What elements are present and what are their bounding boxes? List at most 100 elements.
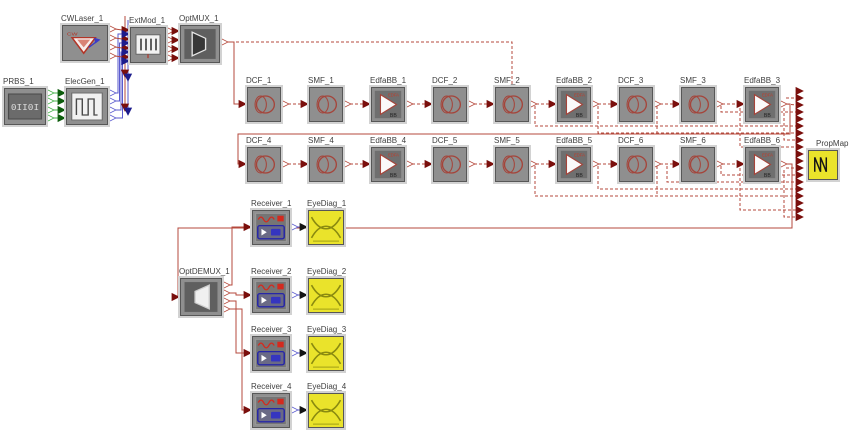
block-cwlaser_1[interactable]: CW xyxy=(62,25,108,61)
propmap-input-port-arrow xyxy=(795,163,804,173)
svg-text:0II0I: 0II0I xyxy=(11,104,39,113)
block-edfabb_3[interactable]: EDFA BB xyxy=(745,87,779,122)
svg-text:BB: BB xyxy=(764,113,771,119)
block-elecgen_1[interactable] xyxy=(66,88,108,125)
input-port-arrow xyxy=(672,99,681,109)
block-edfabb_1[interactable]: EDFA BB xyxy=(371,87,405,122)
svg-text:EDFA: EDFA xyxy=(388,152,399,157)
output-port-arrow xyxy=(222,280,231,290)
block-eyediag_4[interactable] xyxy=(308,393,344,428)
block-dcf_5[interactable] xyxy=(433,147,467,182)
wire xyxy=(230,226,245,286)
block-prbs_1[interactable]: 0II0I xyxy=(4,88,46,125)
block-edfabb_5[interactable]: EDFA BB xyxy=(557,147,591,182)
block-propmap[interactable] xyxy=(808,150,838,180)
propmap-input-port-arrow xyxy=(795,100,804,110)
output-port-arrow xyxy=(220,37,229,47)
block-eyediag_2[interactable] xyxy=(308,278,344,313)
output-port-arrow xyxy=(46,113,55,123)
block-receiver_4[interactable] xyxy=(252,393,290,428)
block-smf_6[interactable] xyxy=(681,147,715,182)
propmap-input-port-arrow xyxy=(795,177,804,187)
wire xyxy=(783,170,796,218)
block-edfabb_6[interactable]: EDFA BB xyxy=(745,147,779,182)
block-extmod_1[interactable] xyxy=(130,27,166,63)
propmap-input-port-arrow xyxy=(795,142,804,152)
output-port-arrow xyxy=(653,99,662,109)
input-port-arrow xyxy=(243,290,252,300)
input-port-arrow xyxy=(424,99,433,109)
block-dcf_3[interactable] xyxy=(619,87,653,122)
output-port-arrow xyxy=(222,288,231,298)
output-port-arrow xyxy=(343,99,352,109)
input-port-arrow xyxy=(57,88,66,98)
block-dcf_6[interactable] xyxy=(619,147,653,182)
block-label: Receiver_1 xyxy=(251,199,292,208)
block-optmux_1[interactable] xyxy=(180,25,220,63)
block-smf_5[interactable] xyxy=(495,147,529,182)
block-edfabb_2[interactable]: EDFA BB xyxy=(557,87,591,122)
input-port-arrow xyxy=(672,159,681,169)
output-port-arrow xyxy=(290,405,299,415)
block-dcf_4[interactable] xyxy=(247,147,281,182)
block-label: DCF_3 xyxy=(618,76,644,85)
block-label: Receiver_3 xyxy=(251,325,292,334)
input-port-arrow xyxy=(57,113,66,123)
block-smf_3[interactable] xyxy=(681,87,715,122)
block-optdemux_1[interactable] xyxy=(180,278,222,316)
block-edfabb_4[interactable]: EDFA BB xyxy=(371,147,405,182)
block-label: SMF_5 xyxy=(494,136,520,145)
output-port-arrow xyxy=(591,159,600,169)
block-smf_1[interactable] xyxy=(309,87,343,122)
output-port-arrow xyxy=(108,51,117,61)
block-dcf_1[interactable] xyxy=(247,87,281,122)
wire xyxy=(230,308,245,411)
block-label: SMF_6 xyxy=(680,136,706,145)
photodiode-receiver-icon xyxy=(255,280,287,311)
input-port-arrow xyxy=(238,159,247,169)
amplifier-icon: EDFA BB xyxy=(747,89,777,119)
bus-arrow xyxy=(123,73,133,82)
propmap-input-port-arrow xyxy=(795,114,804,124)
block-receiver_1[interactable] xyxy=(252,210,290,245)
block-receiver_3[interactable] xyxy=(252,336,290,371)
block-label: EyeDiag_1 xyxy=(307,199,347,208)
block-label: EdfaBB_5 xyxy=(556,136,593,145)
wire xyxy=(115,42,122,102)
output-port-arrow xyxy=(405,99,414,109)
input-port-arrow xyxy=(299,290,308,300)
fiber-coil-icon xyxy=(688,155,710,174)
block-eyediag_3[interactable] xyxy=(308,336,344,371)
wire xyxy=(226,41,513,86)
photodiode-receiver-icon xyxy=(255,338,287,369)
output-port-arrow xyxy=(108,24,117,34)
laser-icon: CW xyxy=(67,32,101,55)
output-port-arrow xyxy=(290,290,299,300)
input-port-arrow xyxy=(121,56,130,66)
propmap-input-port-arrow xyxy=(795,107,804,117)
svg-text:BB: BB xyxy=(390,173,397,179)
wire xyxy=(115,51,122,111)
wire xyxy=(597,166,796,190)
block-receiver_2[interactable] xyxy=(252,278,290,313)
svg-text:EDFA: EDFA xyxy=(574,152,585,157)
block-label: OptMUX_1 xyxy=(179,14,219,23)
propmap-input-port-arrow xyxy=(795,86,804,96)
block-smf_4[interactable] xyxy=(309,147,343,182)
block-dcf_2[interactable] xyxy=(433,87,467,122)
fiber-coil-icon xyxy=(626,155,648,174)
output-port-arrow xyxy=(108,88,117,98)
wire xyxy=(783,108,796,141)
propmap-input-port-arrow xyxy=(795,198,804,208)
fiber-coil-icon xyxy=(254,95,276,114)
propmap-input-port-arrow xyxy=(795,212,804,222)
block-label: DCF_1 xyxy=(246,76,272,85)
block-label: EyeDiag_3 xyxy=(307,325,347,334)
block-smf_2[interactable] xyxy=(495,87,529,122)
block-eyediag_1[interactable] xyxy=(308,210,344,245)
wire xyxy=(785,103,797,106)
output-port-arrow xyxy=(779,159,788,169)
block-label: PropMap xyxy=(816,139,849,148)
eye-diagram-icon xyxy=(310,342,342,368)
